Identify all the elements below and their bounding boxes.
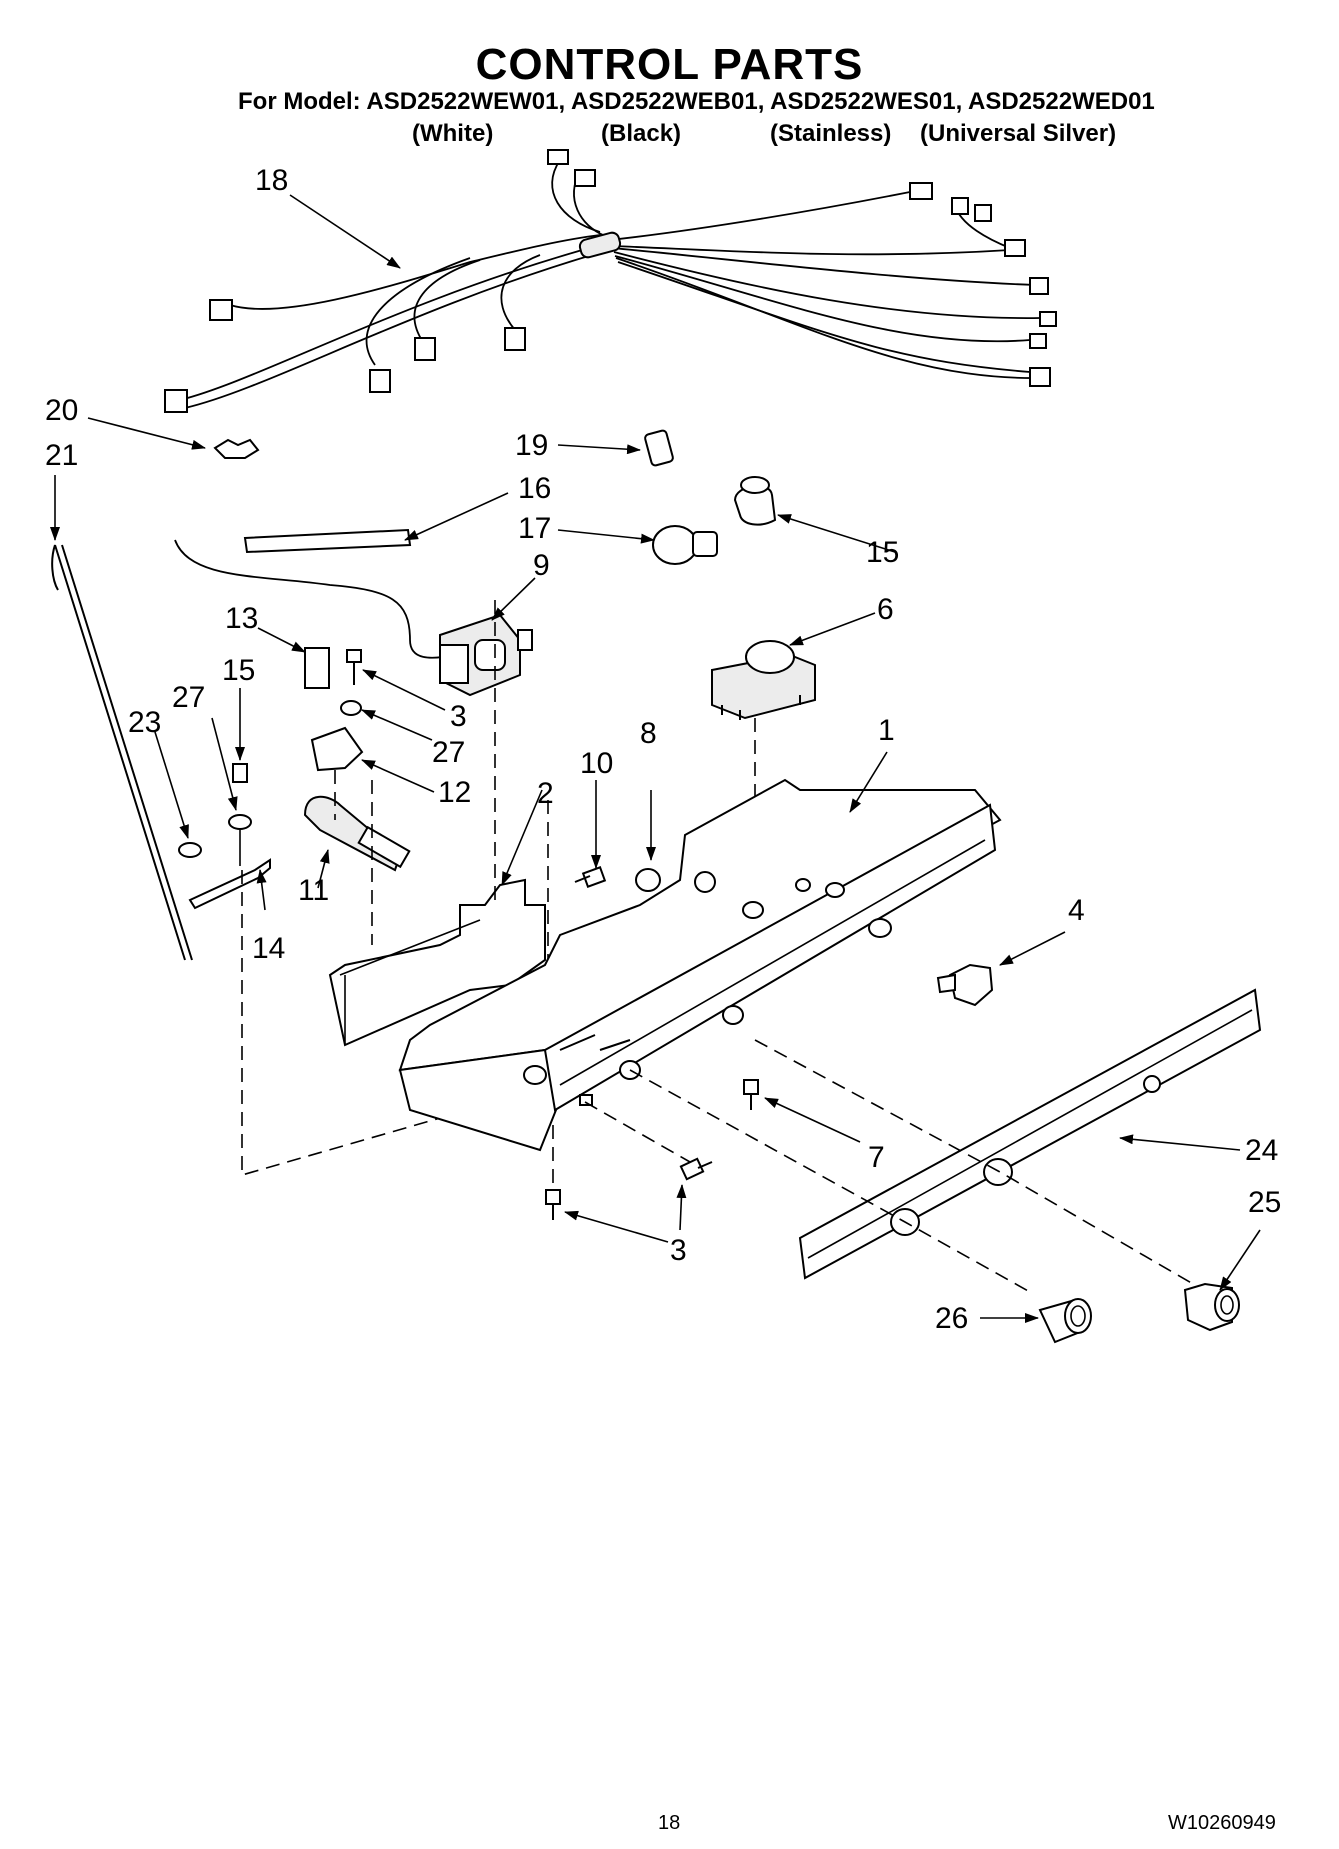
bracket-part: [304, 647, 330, 689]
knob-shaft-part: [303, 795, 411, 872]
page-title: CONTROL PARTS: [475, 40, 864, 89]
callout-13: 13: [225, 602, 258, 635]
callout-19: 18: [255, 164, 288, 197]
rod-part: [51, 544, 193, 961]
callout-2: 2: [537, 777, 554, 810]
callout-20: 19: [515, 429, 548, 462]
button-part: [635, 868, 661, 892]
trim-panel-part: [798, 988, 1262, 1280]
callout-26: 26: [935, 1302, 968, 1335]
callout-10: 10: [580, 747, 613, 780]
clip-20-part: [644, 429, 674, 467]
knob-25-part: [1183, 1282, 1240, 1332]
screw-7-part: [743, 1079, 759, 1110]
variant-universal-silver: (Universal Silver): [920, 120, 1117, 147]
bulb-part: [652, 525, 718, 565]
knob-part: [1038, 1298, 1092, 1344]
screw-part: [346, 649, 362, 685]
callout-14: 14: [252, 932, 285, 965]
model-line: For Model: ASD2522WEW01, ASD2522WEB01, A…: [238, 88, 1155, 115]
callout-12: 12: [438, 776, 471, 809]
control-part: [439, 613, 533, 697]
callout-9: 9: [533, 549, 550, 582]
page-number: 18: [658, 1812, 681, 1834]
callout-23: 23: [128, 706, 161, 739]
washer-27b-part: [228, 814, 252, 830]
callout-4: 4: [1068, 894, 1085, 927]
screw-3-lower-part: [545, 1189, 561, 1220]
socket-part: [733, 476, 777, 526]
lever-part: [188, 858, 271, 910]
callout-1: 1: [878, 714, 895, 747]
screw-3b-part: [679, 1157, 713, 1181]
callout-17: 16: [518, 472, 551, 505]
callout-11: 11: [298, 874, 329, 907]
document-number: W10260949: [1168, 1812, 1276, 1834]
screw-10-part: [574, 866, 607, 888]
callout-24: 24: [1245, 1134, 1278, 1167]
callout-7: 7: [868, 1141, 885, 1174]
callout-21: 20: [45, 394, 78, 427]
variant-white: (White): [412, 120, 494, 147]
variant-stainless: (Stainless): [770, 120, 892, 147]
washer-23-part: [178, 842, 202, 858]
callout-27b: 27: [432, 736, 465, 769]
screw-15-part: [232, 763, 248, 783]
clip-part: [213, 438, 260, 459]
callout-16: 15: [866, 536, 899, 569]
callout-22: 21: [45, 439, 78, 472]
callout-18: 17: [518, 512, 551, 545]
washer-part: [340, 700, 362, 716]
leader-arrows: [50, 194, 1261, 1323]
callout-3: 3: [450, 700, 467, 733]
callout-15: 15: [222, 654, 255, 687]
callout-25: 25: [1248, 1186, 1281, 1219]
mounting-bracket-part: [328, 878, 546, 1047]
callout-8: 8: [640, 717, 657, 750]
variant-black: (Black): [601, 120, 682, 147]
switch-part: [936, 963, 994, 1007]
callout-6: 6: [877, 593, 894, 626]
timer-part: [711, 640, 816, 720]
callout-3b: 3: [670, 1234, 687, 1267]
bushing-part: [310, 726, 364, 772]
callout-27: 27: [172, 681, 205, 714]
tube-part: [243, 528, 412, 554]
wire-harness-part: [164, 149, 1057, 413]
control-housing-part: [398, 778, 1002, 1152]
